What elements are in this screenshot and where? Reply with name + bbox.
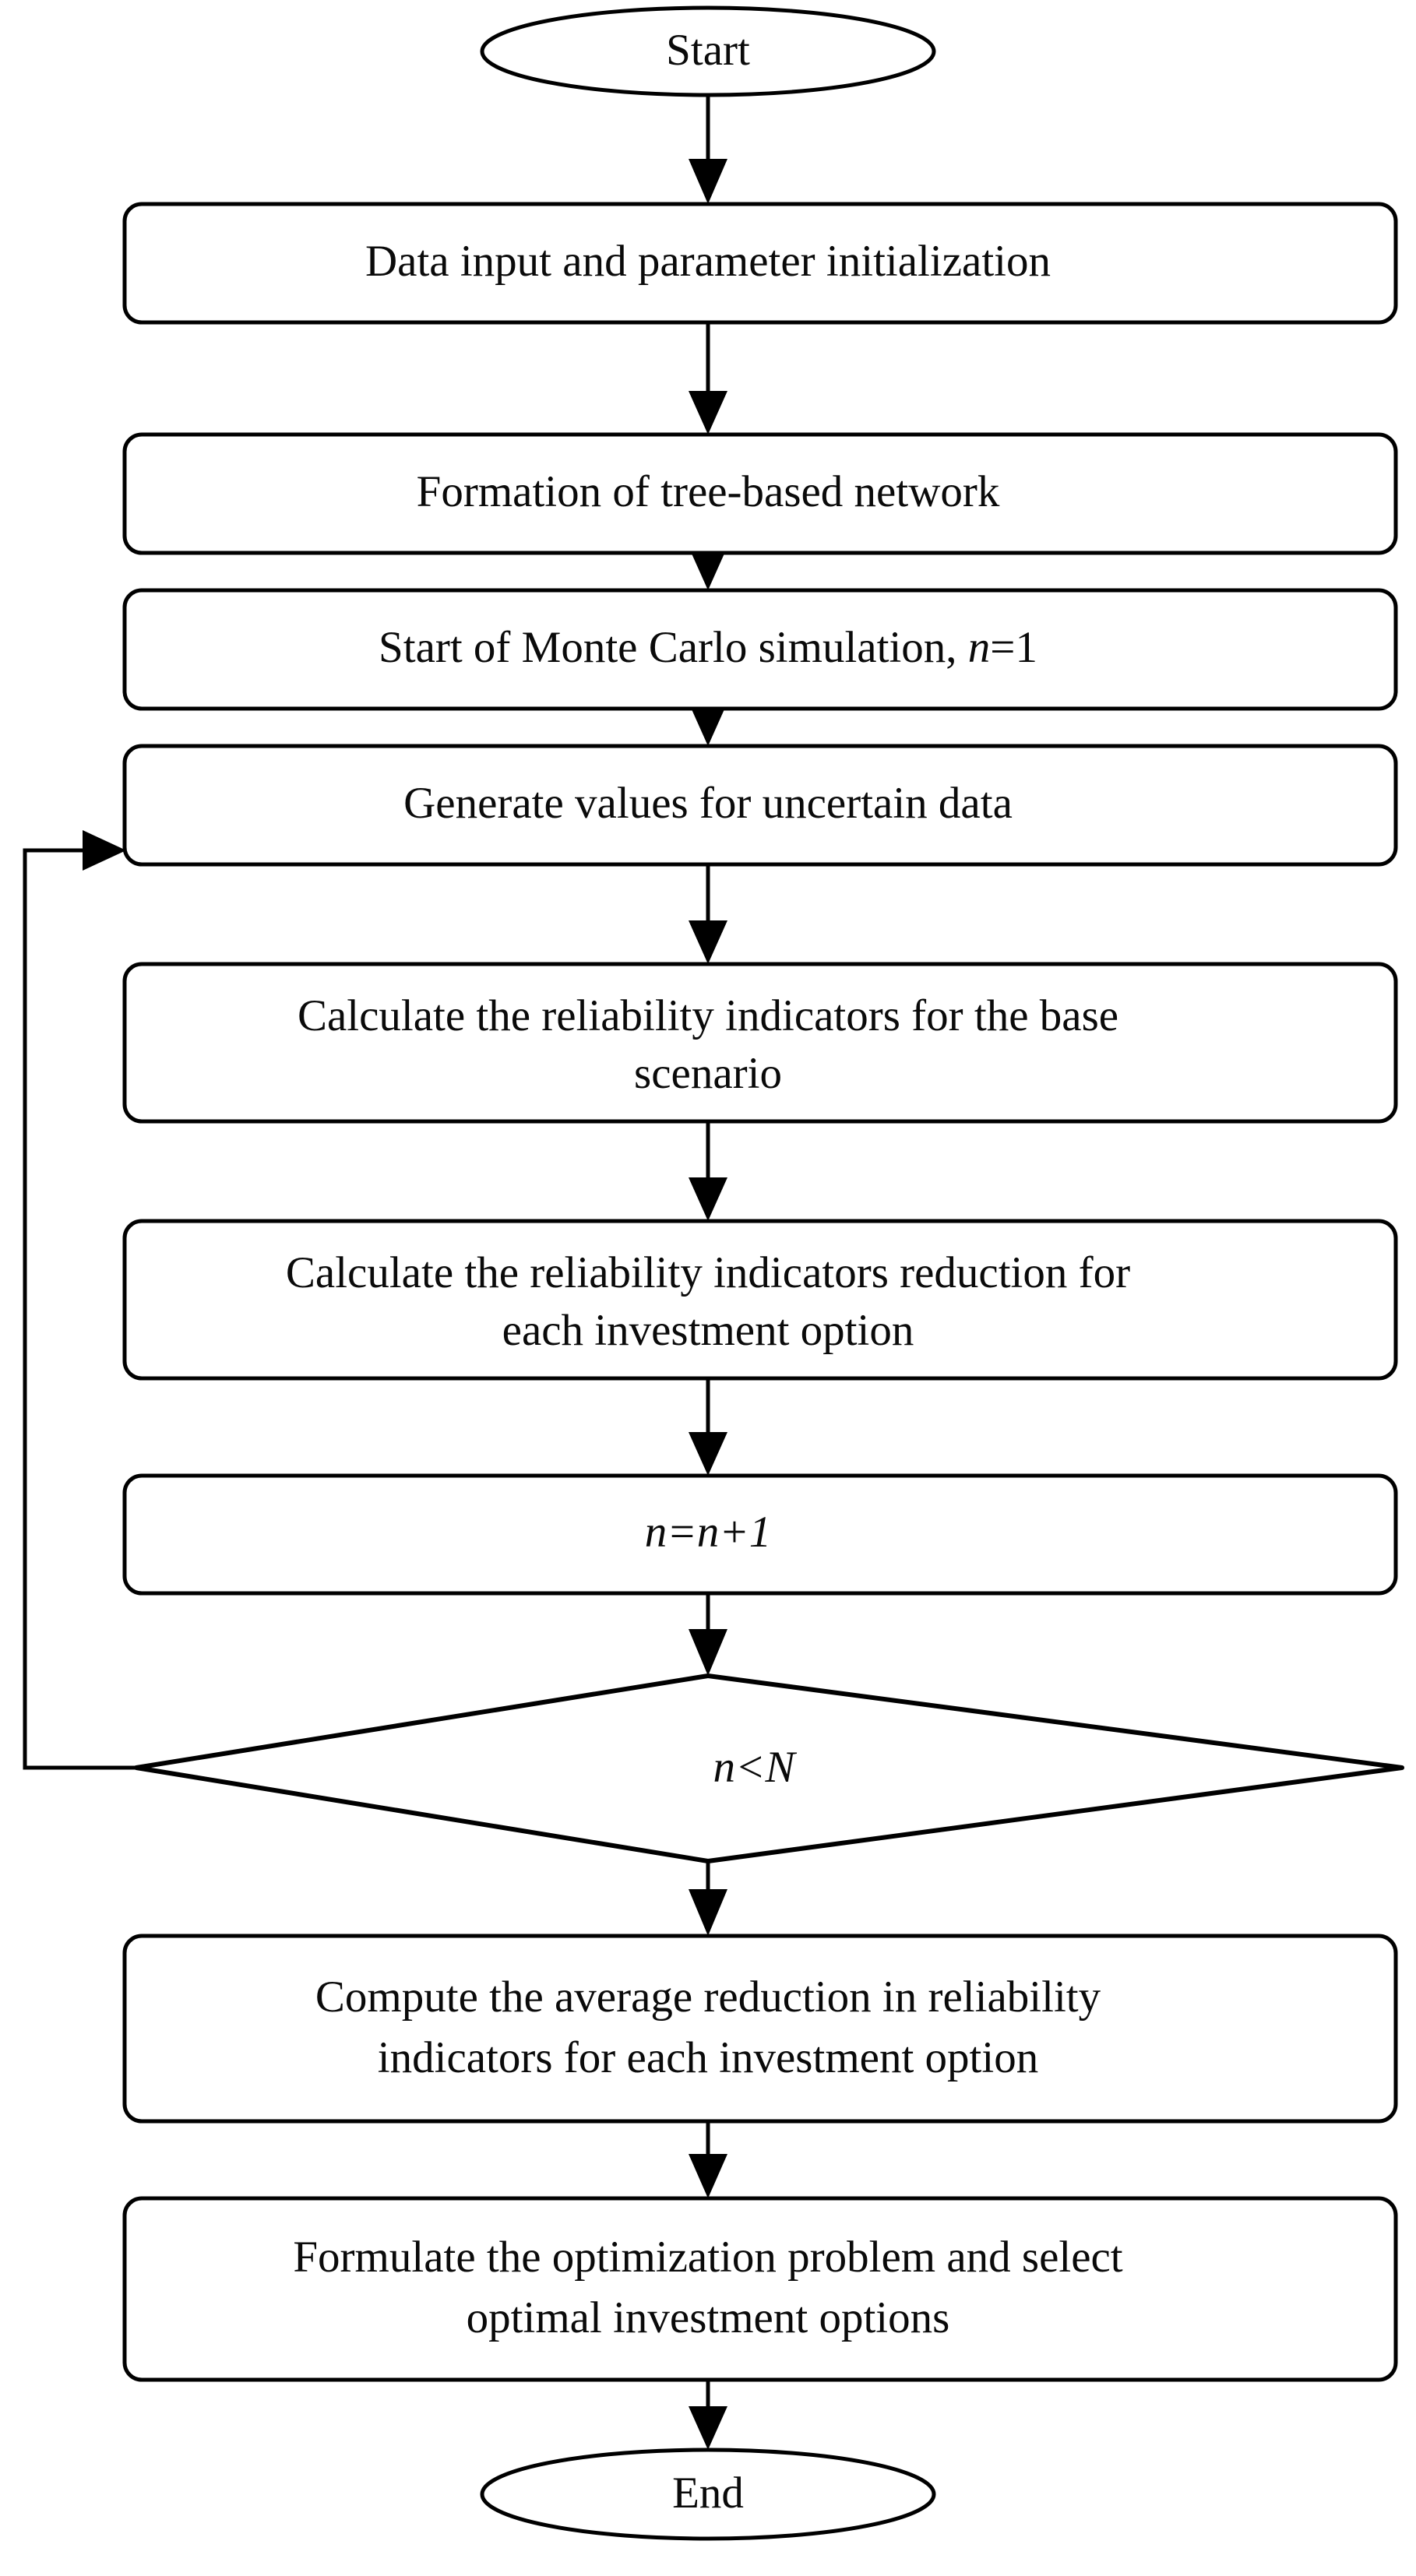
connector-data-input-to-tree-network [689, 321, 727, 435]
node-data-input-label: Data input and parameter initialization [365, 237, 1051, 286]
node-calc-base-scenario-label-line1: Calculate the reliability indicators for… [298, 991, 1118, 1040]
node-start-monte-carlo-suffix: =1 [990, 623, 1037, 672]
node-formulate-optimization-label-line1: Formulate the optimization problem and s… [293, 2233, 1122, 2282]
node-tree-network-label: Formation of tree-based network [417, 467, 1000, 516]
node-data-input[interactable]: Data input and parameter initialization [122, 202, 1398, 325]
connector-generate-values-to-calc-base [689, 864, 727, 964]
node-calc-reduction-label-line1: Calculate the reliability indicators red… [286, 1248, 1130, 1297]
node-compute-average-label-line2: indicators for each investment option [378, 2033, 1038, 2082]
node-compute-average-label-line1: Compute the average reduction in reliabi… [315, 1972, 1101, 2022]
connector-tree-network-to-start-mc [689, 547, 727, 590]
node-start-monte-carlo-label: Start of Monte Carlo simulation, n=1 [379, 623, 1037, 672]
connector-start-mc-to-generate-values [689, 702, 727, 746]
node-generate-values[interactable]: Generate values for uncertain data [122, 744, 1398, 867]
connector-decision-to-compute-average [689, 1861, 727, 1936]
node-start-label: Start [666, 26, 750, 75]
connector-compute-average-to-formulate [689, 2121, 727, 2198]
connector-calc-base-to-calc-reduction [689, 1121, 727, 1221]
node-start-monte-carlo[interactable]: Start of Monte Carlo simulation, n=1 [122, 588, 1398, 711]
node-tree-network[interactable]: Formation of tree-based network [122, 432, 1398, 555]
node-calc-base-scenario-label-line2: scenario [634, 1049, 782, 1098]
node-generate-values-label: Generate values for uncertain data [403, 779, 1013, 828]
node-calc-reduction-label-line2: each investment option [502, 1306, 914, 1355]
node-end[interactable]: End [480, 2448, 936, 2541]
node-start-monte-carlo-variable: n [968, 623, 991, 672]
node-start-monte-carlo-prefix: Start of Monte Carlo simulation, [379, 623, 968, 672]
node-increment-counter[interactable]: n=n+1 [122, 1473, 1398, 1596]
connector-decision-feedback-loop [23, 830, 136, 1770]
node-compute-average[interactable]: Compute the average reduction in reliabi… [122, 1934, 1398, 2124]
node-formulate-optimization[interactable]: Formulate the optimization problem and s… [122, 2196, 1398, 2382]
connector-calc-reduction-to-increment [689, 1378, 727, 1476]
connector-formulate-to-end [689, 2380, 727, 2450]
node-decision-label: n<N [713, 1743, 798, 1792]
node-decision-n-less-than-N[interactable]: n<N [134, 1673, 1404, 1863]
connector-increment-to-decision [689, 1593, 727, 1676]
node-increment-counter-label: n=n+1 [645, 1508, 771, 1557]
node-calc-reduction[interactable]: Calculate the reliability indicators red… [122, 1219, 1398, 1381]
node-calc-base-scenario[interactable]: Calculate the reliability indicators for… [122, 962, 1398, 1124]
node-end-label: End [672, 2469, 744, 2518]
node-formulate-optimization-label-line2: optimal investment options [467, 2293, 950, 2342]
node-start[interactable]: Start [480, 5, 936, 97]
